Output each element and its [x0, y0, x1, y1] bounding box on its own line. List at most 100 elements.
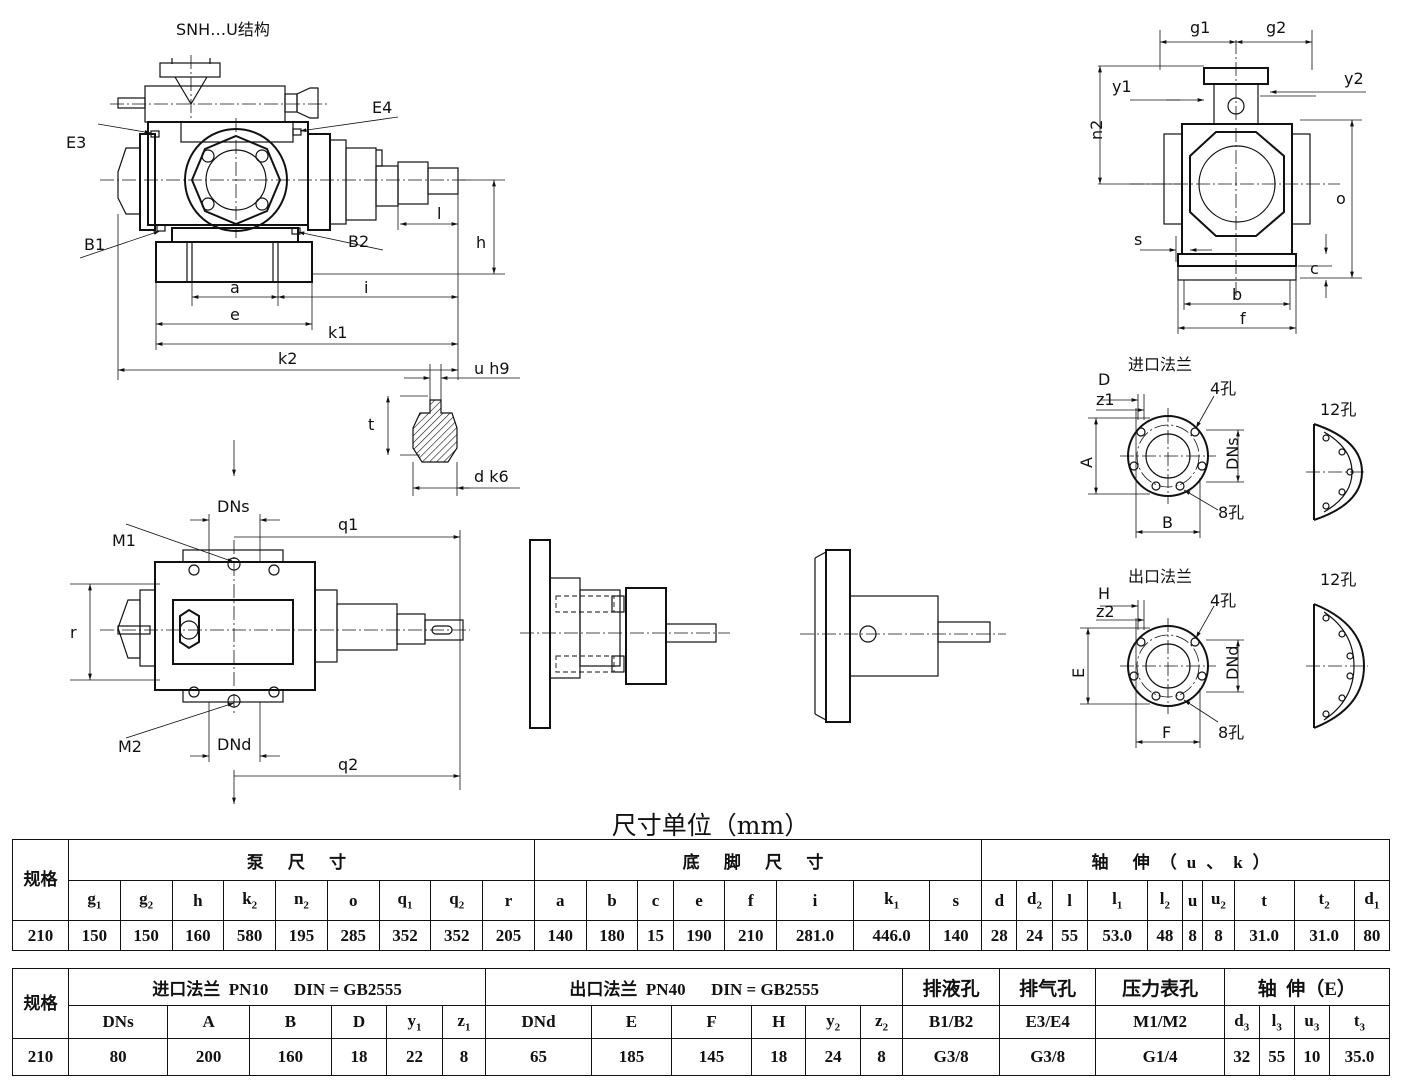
header-subscript: 2 — [882, 1021, 889, 1034]
header-symbol: u — [1210, 889, 1221, 909]
dim-i: i — [364, 278, 368, 297]
column-header: M1/M2 — [1095, 1005, 1225, 1039]
inlet-holes-8: 8孔 — [1218, 503, 1244, 522]
table-cell: 210 — [724, 920, 778, 951]
inlet-flange-title: 进口法兰 — [1128, 355, 1192, 374]
table-cell: 28 — [981, 920, 1018, 951]
dim-dns-top: DNs — [217, 497, 250, 516]
header-symbol: i — [812, 890, 818, 910]
unit-title: 尺寸单位（mm） — [611, 811, 810, 840]
column-header: d1 — [1353, 880, 1391, 921]
header-subscript: 2 — [1036, 899, 1042, 912]
dim-dnd-top: DNd — [217, 735, 251, 754]
column-header: b — [585, 880, 639, 921]
table-cell: 150 — [68, 920, 121, 951]
outlet-holes-12: 12孔 — [1320, 570, 1356, 589]
inlet-dim-a: A — [1077, 457, 1096, 468]
table-cell: 352 — [378, 920, 432, 951]
inlet-dim-b: B — [1162, 513, 1173, 532]
header-symbol: t — [1353, 1010, 1360, 1030]
header-symbol: d — [1026, 889, 1037, 909]
table-cell: 8 — [1181, 920, 1204, 951]
group-vent-hole: 排气孔 — [998, 968, 1097, 1006]
header-subscript: 2 — [251, 899, 258, 912]
column-header: l2 — [1146, 880, 1183, 921]
inlet-holes-12: 12孔 — [1320, 400, 1356, 419]
header-subscript: 3 — [1276, 1021, 1282, 1034]
dim-g1: g1 — [1190, 18, 1210, 37]
header-subscript: 2 — [834, 1021, 841, 1034]
column-header: g2 — [119, 880, 173, 921]
motor-end-view-1 — [520, 539, 730, 729]
group-foot-dims: 底 脚 尺 寸 — [533, 839, 983, 881]
column-header: l1 — [1086, 880, 1148, 921]
dim-n2: n2 — [1087, 120, 1106, 140]
group-inlet-flange: 进口法兰 PN10 DIN = GB2555 — [67, 968, 487, 1006]
table-cell: 8 — [859, 1038, 904, 1076]
header-symbol: u — [1304, 1010, 1314, 1030]
table-cell: 8 — [1202, 920, 1235, 951]
dim-f: f — [1240, 309, 1246, 328]
table-cell: 285 — [326, 920, 380, 951]
column-header: u — [1181, 880, 1204, 921]
column-header: y1 — [386, 1005, 443, 1039]
column-header: B — [248, 1005, 332, 1039]
table-cell: 145 — [670, 1038, 753, 1076]
dim-y2: y2 — [1344, 69, 1364, 88]
table-cell: 8 — [441, 1038, 487, 1076]
header-symbol: f — [747, 890, 754, 910]
column-header: E3/E4 — [998, 1005, 1097, 1039]
table-header-row: 规格 泵 尺 寸 底 脚 尺 寸 轴 伸（u、k） — [12, 839, 1390, 921]
spec-label-cell: 规格 — [12, 839, 69, 921]
column-header: A — [167, 1005, 250, 1039]
table-cell: 53.0 — [1086, 920, 1148, 951]
column-header: e — [672, 880, 726, 921]
table-cell: 55 — [1258, 1038, 1295, 1076]
table-cell: 160 — [248, 1038, 332, 1076]
header-subscript: 1 — [95, 899, 102, 912]
header-subscript: 1 — [464, 1021, 471, 1034]
header-symbol: a — [556, 890, 565, 910]
group-shaft-uk: 轴 伸（u、k） — [981, 839, 1390, 881]
dim-r: r — [70, 623, 77, 642]
table-cell: 281.0 — [776, 920, 854, 951]
table-cell: 24 — [805, 1038, 861, 1076]
column-header: t3 — [1328, 1005, 1391, 1039]
outlet-flange: 出口法兰 F E H z2 4孔 8孔 DNd 12孔 — [1069, 567, 1368, 748]
inlet-dim-z1: z1 — [1096, 390, 1115, 409]
structure-title: SNH…U结构 — [176, 20, 270, 39]
table-cell: 31.0 — [1293, 920, 1355, 951]
header-symbol: A — [202, 1012, 215, 1031]
dim-l: l — [437, 204, 441, 223]
header-subscript: 1 — [893, 899, 900, 912]
table-header-row: 规格 进口法兰 PN10 DIN = GB2555 出口法兰 PN40 DIN … — [12, 968, 1391, 1039]
outlet-dim-z2: z2 — [1096, 602, 1115, 621]
table-cell: 185 — [590, 1038, 673, 1076]
shaft-section: u h9 t d k6 — [368, 359, 520, 496]
outlet-flange-title: 出口法兰 — [1128, 567, 1192, 586]
header-symbol: D — [352, 1012, 366, 1031]
dim-a: a — [230, 278, 240, 297]
table-cell: 35.0 — [1328, 1038, 1391, 1076]
column-header: D — [330, 1005, 388, 1039]
header-symbol: s — [952, 890, 960, 910]
column-header: q1 — [378, 880, 432, 921]
inlet-flange: 进口法兰 B A D z1 4孔 8孔 DNs 12孔 — [1077, 355, 1366, 538]
port-e3-label: E3 — [66, 133, 86, 152]
column-header: l — [1051, 880, 1088, 921]
table-cell: 80 — [67, 1038, 169, 1076]
header-symbol: n — [293, 889, 304, 909]
inlet-holes-4: 4孔 — [1210, 379, 1236, 398]
table-cell: 200 — [167, 1038, 250, 1076]
outlet-holes-4: 4孔 — [1210, 591, 1236, 610]
header-subscript: 1 — [1116, 899, 1123, 912]
column-header: E — [590, 1005, 673, 1039]
table-cell: G3/8 — [902, 1038, 1000, 1076]
column-header: l3 — [1258, 1005, 1295, 1039]
inlet-dim-d: D — [1098, 370, 1110, 389]
table-cell: 24 — [1016, 920, 1053, 951]
spec-value-cell: 210 — [12, 920, 69, 951]
header-symbol: l — [1271, 1010, 1277, 1030]
column-header: z2 — [859, 1005, 904, 1039]
